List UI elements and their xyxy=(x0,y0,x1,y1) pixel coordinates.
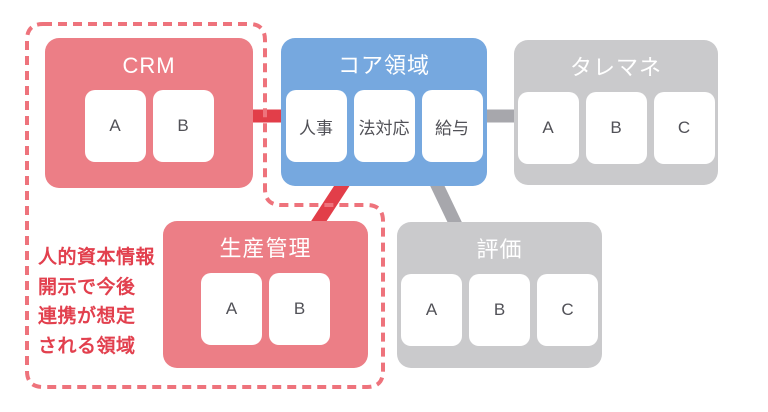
evaluation-item-b: B xyxy=(469,274,530,346)
group-crm-title: CRM xyxy=(122,53,176,78)
talent-item-b: B xyxy=(585,92,647,164)
evaluation-item-c: C xyxy=(537,274,598,346)
group-core-items: 人事 法対応 給与 xyxy=(285,90,483,162)
future-integration-dashed-boundary xyxy=(25,22,385,389)
note-line-1: 人的資本情報 xyxy=(38,247,156,268)
group-evaluation: 評価 A B C xyxy=(397,222,602,368)
note-line-2: 開示で今後 xyxy=(38,276,136,298)
group-evaluation-title: 評価 xyxy=(476,237,523,262)
note-line-4: される領域 xyxy=(38,335,136,357)
group-production-management: 生産管理 A B xyxy=(163,221,368,368)
talent-item-a: A xyxy=(517,92,579,164)
connector-core-evaluation xyxy=(429,178,463,230)
group-talent-management: タレマネ A B C xyxy=(514,40,718,185)
talent-item-c: C xyxy=(653,92,715,164)
group-crm: CRM A B xyxy=(45,38,253,188)
core-item-houtaiou: 法対応 xyxy=(353,90,415,162)
crm-item-b: B xyxy=(152,90,214,162)
evaluation-item-a: A xyxy=(401,274,462,346)
group-production-items: A B xyxy=(201,273,330,345)
group-core-title: コア領域 xyxy=(337,53,430,78)
group-core-area: コア領域 人事 法対応 給与 xyxy=(281,38,487,186)
core-item-jinji: 人事 xyxy=(285,90,347,162)
group-crm-items: A B xyxy=(84,90,214,162)
future-integration-note: 人的資本情報 開示で今後 連携が想定 される領域 xyxy=(38,243,155,361)
production-item-a: A xyxy=(201,273,262,345)
crm-item-a: A xyxy=(84,90,146,162)
core-item-kyuyo: 給与 xyxy=(421,90,483,162)
production-item-b: B xyxy=(269,273,330,345)
group-talent-items: A B C xyxy=(517,92,715,164)
group-production-title: 生産管理 xyxy=(219,236,312,261)
group-talent-title: タレマネ xyxy=(569,55,662,80)
note-line-3: 連携が想定 xyxy=(38,306,136,327)
group-evaluation-items: A B C xyxy=(401,274,598,346)
